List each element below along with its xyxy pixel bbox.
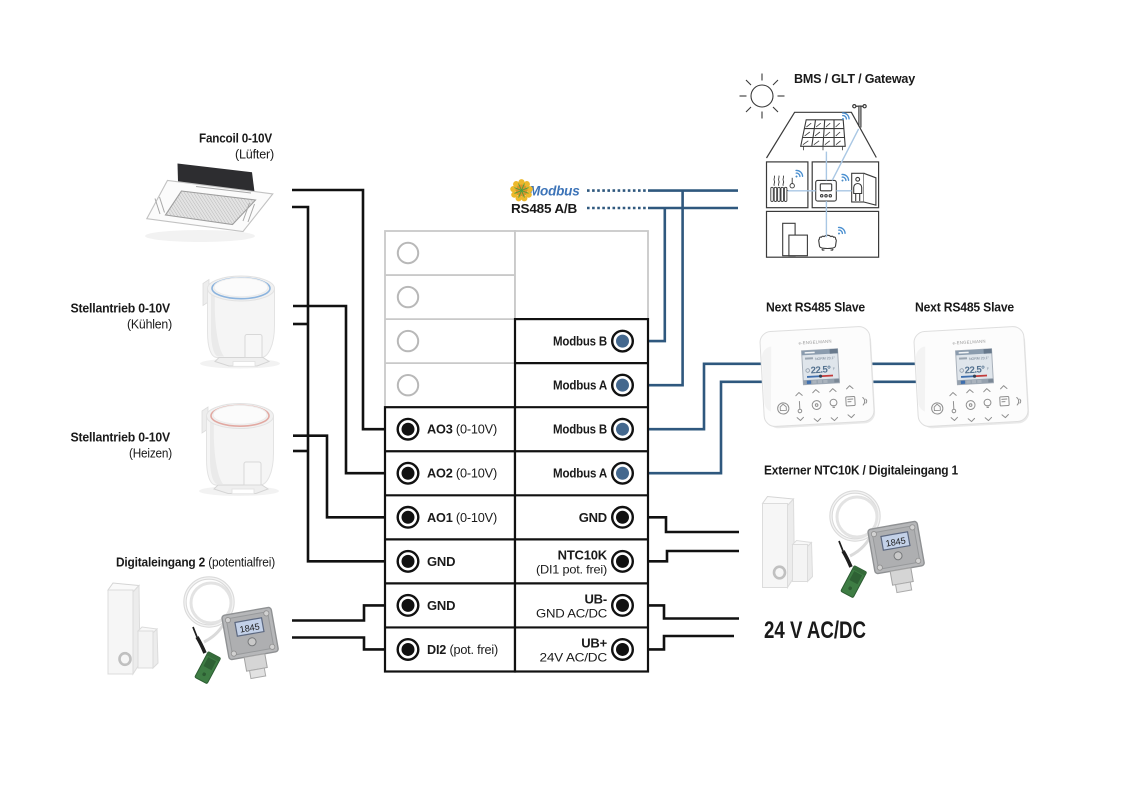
svg-text:(Kühlen): (Kühlen) <box>127 317 172 332</box>
svg-text:Modbus A: Modbus A <box>553 466 608 481</box>
svg-text:(DI1 pot. frei): (DI1 pot. frei) <box>536 563 607 577</box>
svg-text:GND: GND <box>579 510 607 525</box>
svg-text:Stellantrieb 0-10V: Stellantrieb 0-10V <box>71 301 171 316</box>
svg-text:DI2 (pot. frei): DI2 (pot. frei) <box>427 642 498 657</box>
svg-text:Externer NTC10K / Digitaleinga: Externer NTC10K / Digitaleingang 1 <box>764 463 958 478</box>
svg-text:GND: GND <box>427 554 455 569</box>
svg-text:Modbus: Modbus <box>529 184 580 199</box>
svg-text:Modbus A: Modbus A <box>553 378 608 393</box>
svg-text:Fancoil 0-10V: Fancoil 0-10V <box>199 131 272 146</box>
svg-text:Next RS485 Slave: Next RS485 Slave <box>915 300 1014 315</box>
svg-text:AO2 (0-10V): AO2 (0-10V) <box>427 466 497 481</box>
svg-text:Next RS485 Slave: Next RS485 Slave <box>766 300 865 315</box>
svg-text:Stellantrieb 0-10V: Stellantrieb 0-10V <box>71 430 171 445</box>
svg-text:NTC10K: NTC10K <box>558 548 608 563</box>
svg-text:RS485 A/B: RS485 A/B <box>511 201 577 216</box>
svg-text:24V AC/DC: 24V AC/DC <box>540 651 608 665</box>
svg-text:BMS / GLT / Gateway: BMS / GLT / Gateway <box>794 71 916 86</box>
svg-text:24 V AC/DC: 24 V AC/DC <box>764 617 866 644</box>
svg-text:UB+: UB+ <box>581 636 607 651</box>
svg-text:(Heizen): (Heizen) <box>129 446 172 461</box>
svg-text:Digitaleingang 2 (potentialfre: Digitaleingang 2 (potentialfrei) <box>116 555 275 570</box>
svg-text:AO1 (0-10V): AO1 (0-10V) <box>427 510 497 525</box>
svg-text:Modbus B: Modbus B <box>553 422 607 437</box>
svg-text:GND AC/DC: GND AC/DC <box>536 607 608 621</box>
svg-text:UB-: UB- <box>584 592 607 607</box>
svg-text:(Lüfter): (Lüfter) <box>235 147 274 162</box>
svg-text:GND: GND <box>427 598 455 613</box>
svg-text:Modbus B: Modbus B <box>553 334 607 349</box>
svg-text:AO3 (0-10V): AO3 (0-10V) <box>427 422 497 437</box>
